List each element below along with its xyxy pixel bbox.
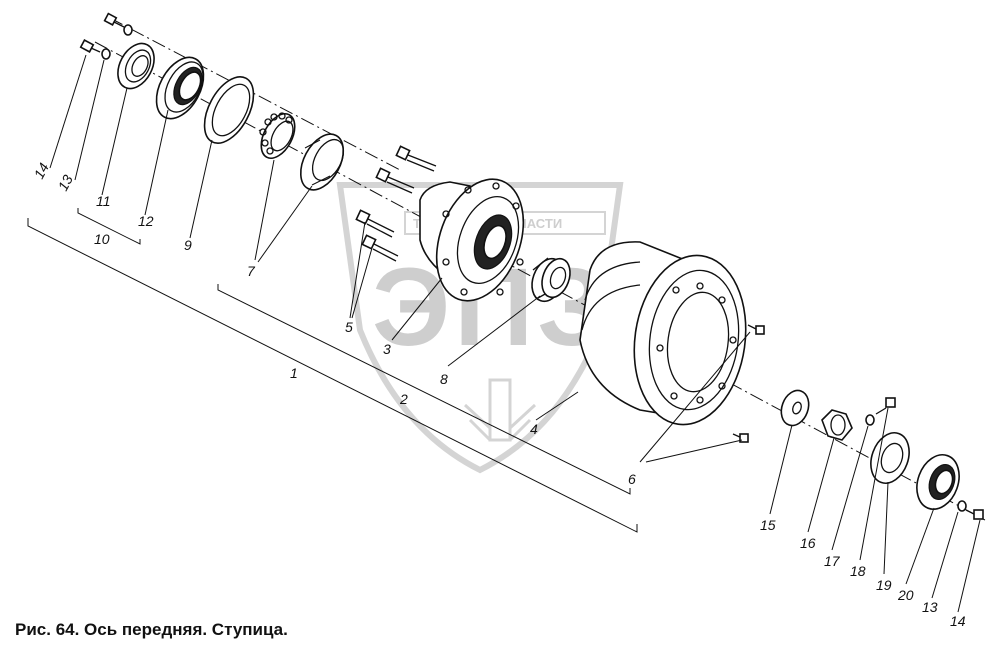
part-13-washer-right — [957, 500, 967, 512]
bracket-1 — [27, 218, 638, 533]
part-12-cover — [155, 56, 205, 120]
label-14-right: 14 — [950, 613, 966, 629]
part-14-bolt-right — [965, 509, 984, 520]
bracket-2 — [217, 284, 631, 495]
part-17-washer — [865, 414, 875, 426]
part-3-hub — [419, 178, 525, 302]
part-5-bolts — [355, 145, 437, 262]
part-6-screws — [732, 324, 765, 443]
part-11-seal — [117, 42, 155, 90]
label-6: 6 — [628, 471, 636, 487]
part-14-bolt — [79, 39, 101, 53]
part-13-washer — [101, 48, 111, 60]
leader-lines — [49, 54, 981, 613]
part-15-washer — [780, 389, 810, 427]
figure-caption: Рис. 64. Ось передняя. Ступица. — [15, 620, 288, 639]
top-bolt — [103, 12, 133, 36]
label-2: 2 — [399, 391, 408, 407]
label-18: 18 — [850, 563, 866, 579]
label-14-left: 14 — [31, 160, 53, 181]
part-8-bearing — [531, 257, 571, 303]
label-13-left: 13 — [55, 172, 77, 193]
label-9: 9 — [184, 237, 192, 253]
part-7-bearing-rollers — [259, 112, 296, 159]
label-5: 5 — [345, 319, 353, 335]
label-7: 7 — [247, 263, 256, 279]
label-12: 12 — [138, 213, 154, 229]
label-10: 10 — [94, 231, 110, 247]
part-20-cap — [916, 454, 960, 510]
part-9-gasket — [203, 76, 255, 144]
label-16: 16 — [800, 535, 816, 551]
label-19: 19 — [876, 577, 892, 593]
part-16-nut — [821, 409, 853, 441]
label-13-right: 13 — [922, 599, 938, 615]
label-15: 15 — [760, 517, 776, 533]
part-4-brake-drum — [579, 241, 747, 426]
label-8: 8 — [440, 371, 448, 387]
part-labels: 14 13 11 10 12 9 7 1 5 3 8 2 4 6 15 16 1… — [31, 160, 966, 629]
part-7-bearing-race — [299, 133, 345, 191]
label-3: 3 — [383, 341, 391, 357]
label-20: 20 — [897, 587, 914, 603]
label-11: 11 — [96, 193, 111, 209]
bracket-10 — [77, 208, 141, 245]
part-19-plate — [870, 432, 910, 484]
assembly-axis-upper — [109, 17, 401, 171]
label-4: 4 — [530, 421, 538, 437]
part-18-screw — [875, 397, 896, 415]
label-17: 17 — [824, 553, 841, 569]
label-1: 1 — [290, 365, 298, 381]
